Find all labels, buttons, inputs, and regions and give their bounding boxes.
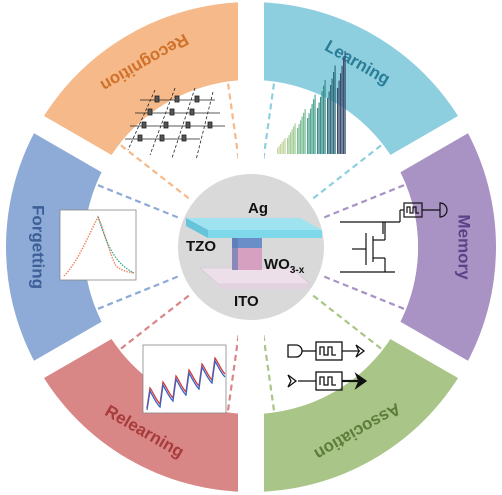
learning-bar	[324, 80, 326, 154]
learning-potentiation-graphic	[277, 51, 346, 154]
divider-recognition	[120, 144, 190, 200]
label-ito: ITO	[234, 293, 259, 310]
learning-bar	[303, 112, 305, 154]
recognition-crossbar-graphic	[125, 87, 225, 161]
learning-bar	[298, 124, 300, 154]
learning-bar	[340, 73, 342, 154]
divider-memory	[323, 184, 405, 219]
learning-bar	[334, 65, 336, 154]
label-ag: Ag	[248, 200, 268, 217]
learning-bar	[304, 109, 306, 154]
learning-bar	[330, 85, 332, 154]
learning-bar	[307, 118, 309, 154]
ring-segments	[5, 2, 496, 492]
label-wo3x: WO3-x	[264, 256, 305, 276]
learning-bar	[333, 72, 335, 154]
learning-bar	[283, 140, 285, 154]
learning-bar	[290, 132, 292, 154]
learning-bar	[297, 128, 299, 154]
learning-bar	[338, 80, 340, 154]
label-tzo: TZO	[186, 238, 216, 255]
divider-relearning	[120, 294, 190, 350]
segment-gap	[307, 273, 473, 381]
learning-bar	[278, 146, 280, 154]
learning-bar	[277, 148, 279, 154]
label-forgetting: Forgetting	[29, 205, 48, 289]
segment-association	[251, 330, 464, 492]
learning-bar	[318, 102, 320, 154]
learning-bar	[284, 138, 286, 154]
dashed-dividers	[97, 83, 405, 411]
divider-association	[312, 294, 382, 350]
learning-bar	[327, 98, 329, 154]
learning-bar	[341, 65, 343, 154]
segment-gap	[29, 273, 195, 381]
learning-bar	[280, 144, 282, 154]
label-memory: Memory	[455, 214, 474, 280]
learning-bar	[313, 99, 315, 154]
learning-bar	[281, 142, 283, 154]
learning-bar	[320, 96, 322, 154]
segment-gap	[29, 113, 195, 221]
learning-bar	[344, 51, 346, 154]
segment-recognition	[38, 2, 251, 164]
learning-bar	[310, 108, 312, 154]
segment-gap	[307, 113, 473, 221]
relearning-response-graphic	[142, 344, 227, 414]
learning-bar	[337, 88, 339, 154]
label-wo3x-main: WO	[264, 256, 290, 273]
segment-learning	[251, 2, 464, 164]
learning-bar	[288, 135, 290, 154]
learning-bar	[331, 78, 333, 154]
segment-gaps	[29, 0, 473, 495]
segment-forgetting	[5, 124, 107, 370]
learning-bar	[301, 116, 303, 154]
learning-bar	[293, 126, 295, 154]
learning-bar	[311, 103, 313, 154]
learning-bar	[328, 91, 330, 154]
divider-forgetting	[97, 184, 179, 219]
learning-bar	[317, 108, 319, 154]
memory-circuit-graphic	[340, 202, 448, 273]
learning-bar	[300, 120, 302, 154]
device-hub	[178, 174, 324, 320]
forgetting-decay-graphic	[59, 209, 137, 281]
learning-bar	[323, 85, 325, 154]
ag-top-electrode	[186, 218, 322, 230]
segment-memory	[395, 124, 496, 370]
learning-bar	[291, 129, 293, 154]
divider-memory	[323, 275, 405, 310]
learning-bar	[308, 113, 310, 154]
learning-bar	[343, 58, 345, 154]
learning-bar	[321, 91, 323, 154]
learning-bar	[314, 94, 316, 154]
association-signal-graphic	[287, 341, 368, 391]
learning-bar	[294, 123, 296, 154]
learning-bar	[287, 138, 289, 154]
label-wo3x-sub: 3-x	[290, 265, 305, 276]
divider-forgetting	[97, 275, 179, 310]
divider-learning	[312, 144, 382, 200]
